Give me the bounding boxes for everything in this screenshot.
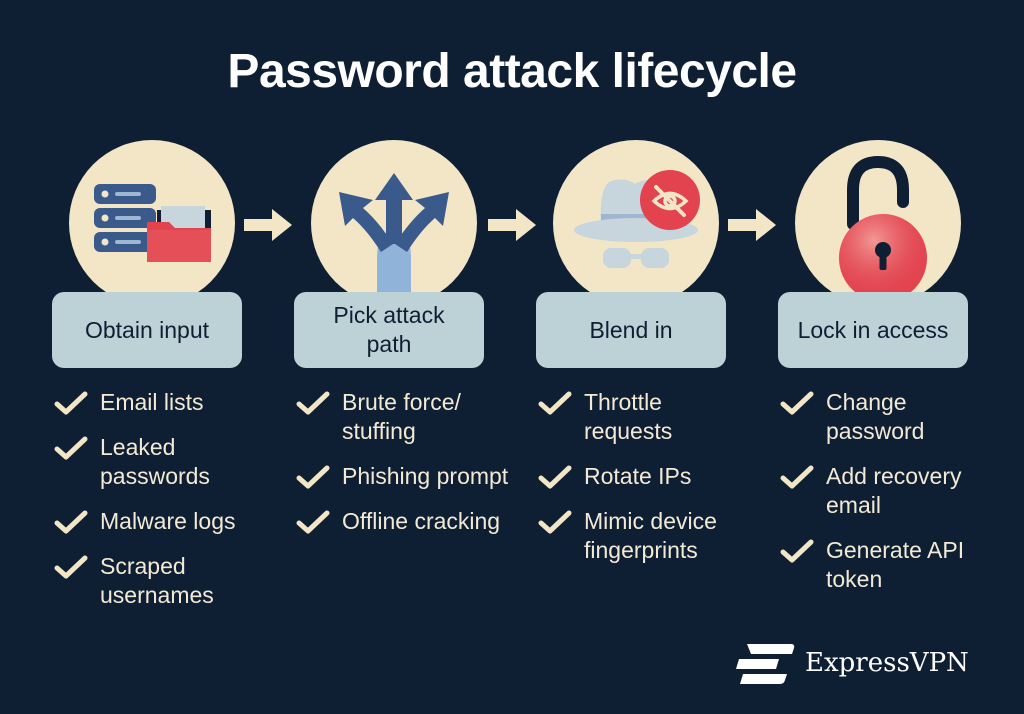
brand-logo: ExpressVPN xyxy=(733,640,983,688)
list-item: Rotate IPs xyxy=(506,462,751,491)
stage-icon-circle xyxy=(69,140,235,306)
check-icon xyxy=(780,539,814,563)
check-icon xyxy=(296,391,330,415)
stage-label: Lock in access xyxy=(778,292,968,368)
arrow-right-icon xyxy=(244,209,292,241)
stage-icon-circle xyxy=(311,140,477,306)
check-icon xyxy=(54,510,88,534)
check-icon xyxy=(296,510,330,534)
page-title: Password attack lifecycle xyxy=(227,45,797,98)
check-icon xyxy=(54,391,88,415)
branching-arrows-icon xyxy=(339,173,449,306)
check-icon xyxy=(296,465,330,489)
list-item: Email lists xyxy=(22,388,267,417)
arrow-right-icon xyxy=(488,209,536,241)
arrow-right-icon xyxy=(728,209,776,241)
list-item: Generate API token xyxy=(748,536,993,594)
stage-label: Pick attack path xyxy=(294,292,484,368)
check-icon xyxy=(780,465,814,489)
open-padlock-icon xyxy=(839,155,927,302)
list-item: Throttle requests xyxy=(506,388,751,446)
list-item: Brute force/ stuffing xyxy=(264,388,509,446)
list-item: Scraped usernames xyxy=(22,552,267,610)
check-icon xyxy=(538,465,572,489)
check-icon xyxy=(538,391,572,415)
list-item: Mimic device fingerprints xyxy=(506,507,751,565)
stage-item-list: Change password Add recovery email Gener… xyxy=(778,388,993,610)
list-item: Offline cracking xyxy=(264,507,509,536)
expressvpn-logo-icon xyxy=(736,644,795,684)
brand-name: ExpressVPN xyxy=(805,648,969,678)
stage-label: Obtain input xyxy=(52,292,242,368)
stage-item-list: Throttle requests Rotate IPs Mimic devic… xyxy=(536,388,751,581)
check-icon xyxy=(780,391,814,415)
list-item: Malware logs xyxy=(22,507,267,536)
list-item: Leaked passwords xyxy=(22,433,267,491)
stage-label: Blend in xyxy=(536,292,726,368)
check-icon xyxy=(54,436,88,460)
stage-item-list: Brute force/ stuffing Phishing prompt Of… xyxy=(294,388,509,552)
stage-icon-circle xyxy=(553,140,719,306)
database-folder-icon xyxy=(94,184,211,262)
list-item: Change password xyxy=(748,388,993,446)
stage-icon-circle xyxy=(795,140,961,306)
list-item: Add recovery email xyxy=(748,462,993,520)
incognito-eye-slash-icon xyxy=(574,170,700,268)
stage-item-list: Email lists Leaked passwords Malware log… xyxy=(52,388,267,626)
check-icon xyxy=(54,555,88,579)
check-icon xyxy=(538,510,572,534)
list-item: Phishing prompt xyxy=(264,462,509,491)
